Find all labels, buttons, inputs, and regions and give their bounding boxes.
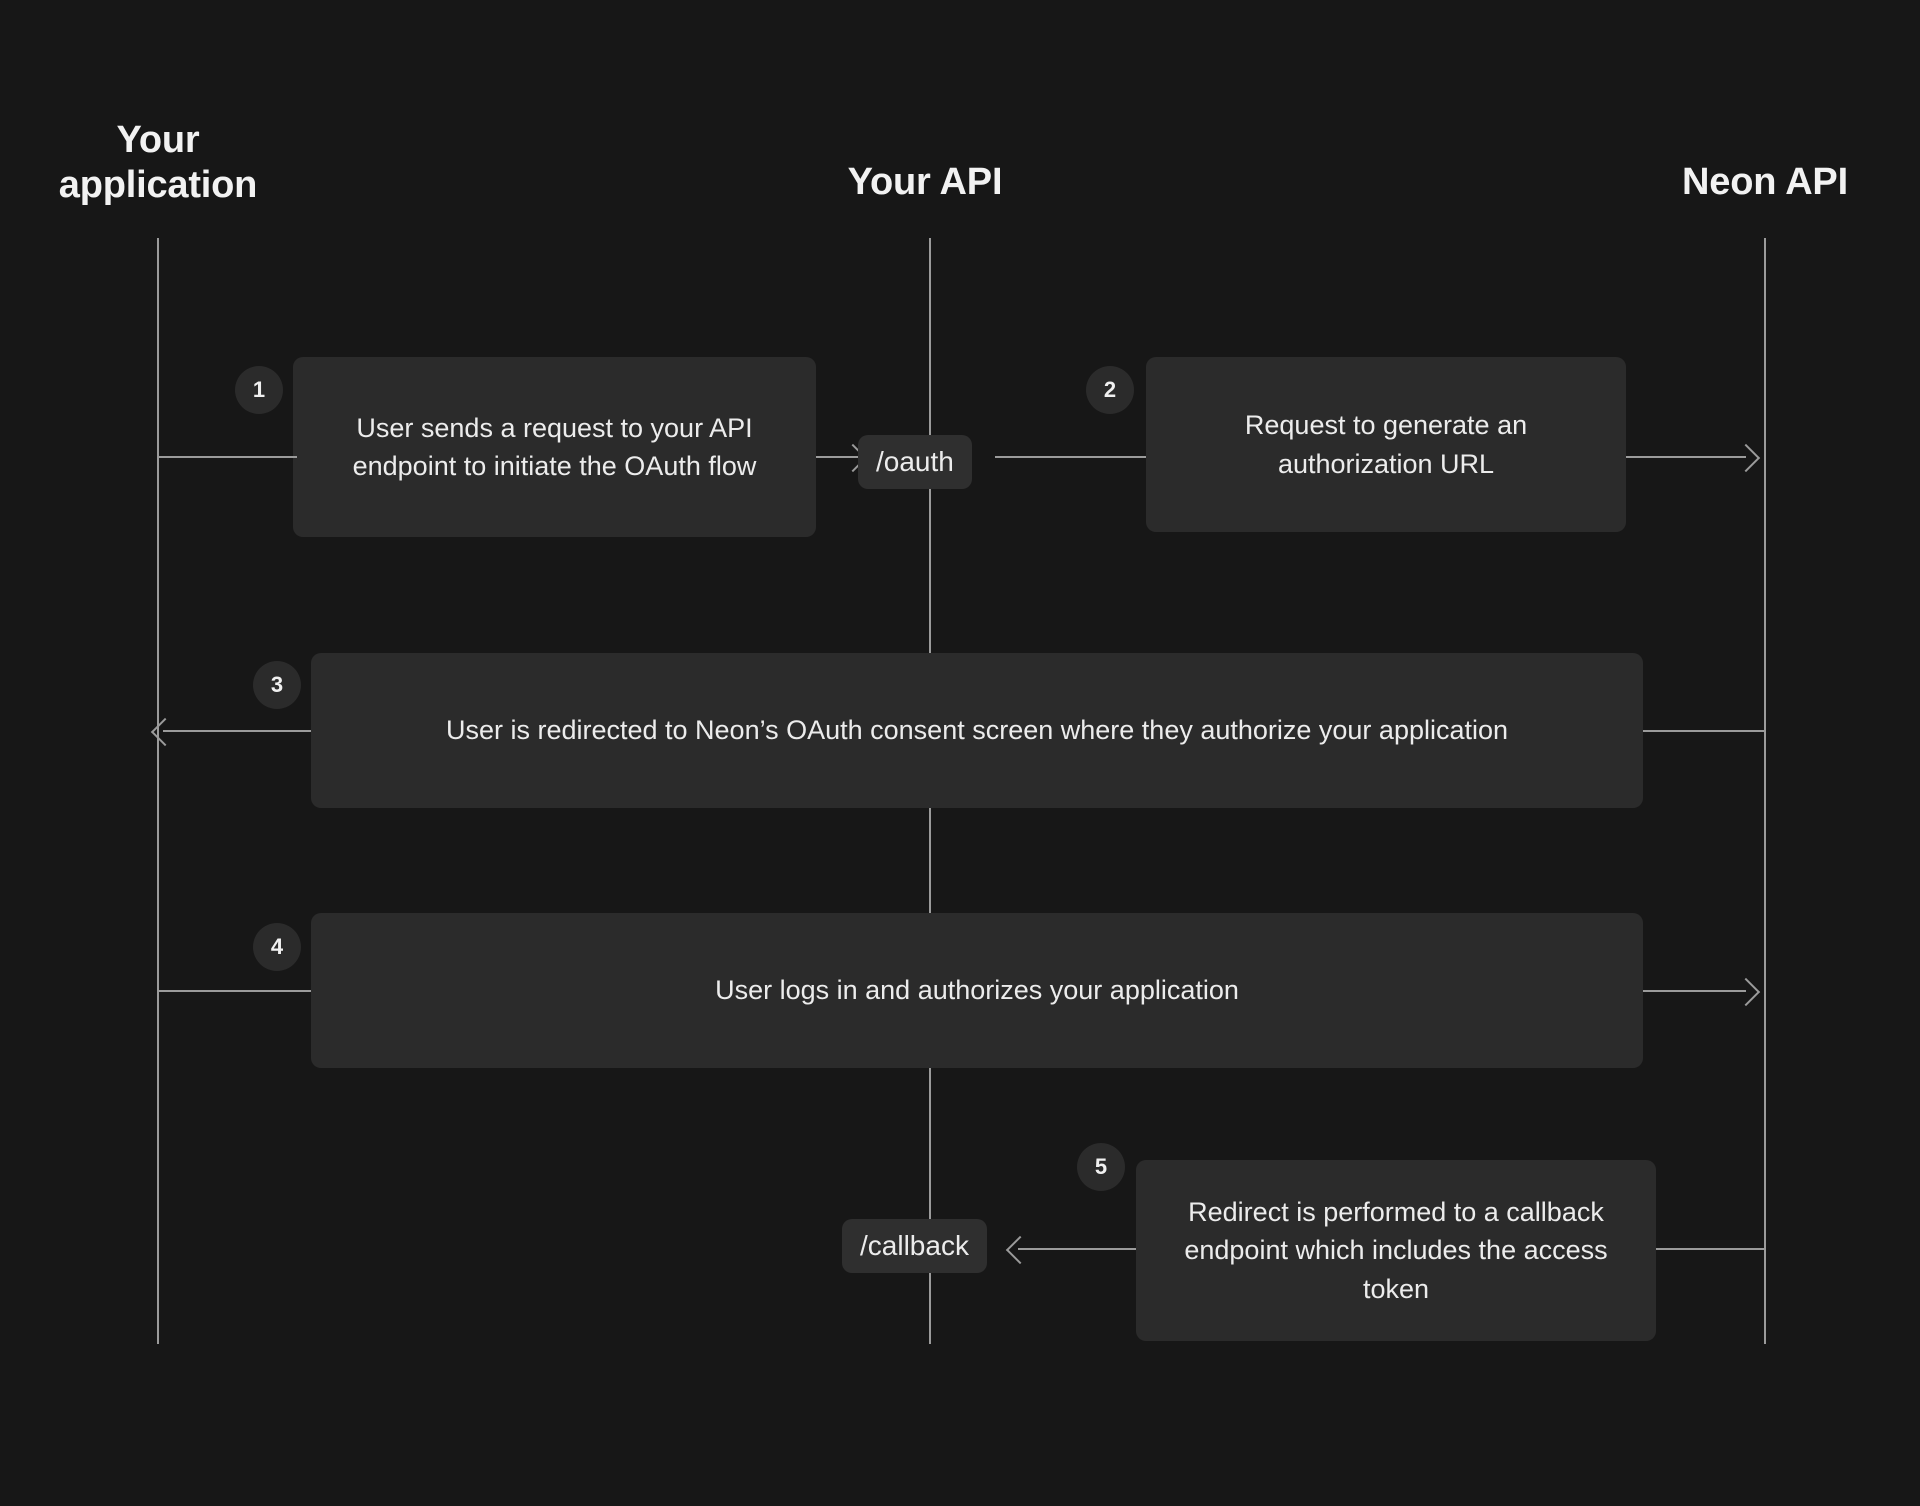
message-box-step-4: User logs in and authorizes your applica… xyxy=(311,913,1643,1068)
message-text-step-1: User sends a request to your API endpoin… xyxy=(352,412,757,481)
arrow-left-icon-step-5 xyxy=(1005,1235,1035,1265)
endpoint-pill-callback[interactable]: /callback xyxy=(842,1219,987,1273)
arrow-right-icon-step-4 xyxy=(1731,977,1761,1007)
step-badge-3: 3 xyxy=(253,661,301,709)
step-badge-5: 5 xyxy=(1077,1143,1125,1191)
lifeline-your-application xyxy=(157,238,159,1344)
message-box-step-5: Redirect is performed to a callback endp… xyxy=(1136,1160,1656,1341)
connector-step-2-left xyxy=(995,456,1146,458)
arrow-right-icon-step-2 xyxy=(1731,443,1761,473)
actor-label-neon-api: Neon API xyxy=(1682,161,1848,203)
connector-step-1-left xyxy=(157,456,297,458)
message-text-step-4: User logs in and authorizes your applica… xyxy=(715,975,1239,1006)
connector-step-5-right xyxy=(1656,1248,1766,1250)
connector-step-1-right xyxy=(816,456,860,458)
message-text-step-5: Redirect is performed to a callback endp… xyxy=(1184,1197,1608,1304)
connector-step-3-left xyxy=(163,730,311,732)
step-badge-4: 4 xyxy=(253,923,301,971)
step-badge-2: 2 xyxy=(1086,366,1134,414)
connector-step-5-left xyxy=(1018,1248,1136,1250)
connector-step-2-right xyxy=(1626,456,1746,458)
connector-step-4-right xyxy=(1643,990,1746,992)
step-badge-1: 1 xyxy=(235,366,283,414)
message-box-step-2: Request to generate an authorization URL xyxy=(1146,357,1626,532)
message-text-step-2: Request to generate an authorization URL xyxy=(1244,410,1528,479)
connector-step-3-right xyxy=(1643,730,1765,732)
connector-step-4-left xyxy=(157,990,311,992)
lifeline-neon-api xyxy=(1764,238,1766,1344)
actor-label-your-api: Your API xyxy=(847,161,1003,203)
arrow-left-icon-step-3 xyxy=(150,717,180,747)
message-text-step-3: User is redirected to Neon’s OAuth conse… xyxy=(445,715,1509,746)
message-box-step-1: User sends a request to your API endpoin… xyxy=(293,357,816,537)
endpoint-pill-oauth[interactable]: /oauth xyxy=(858,435,972,489)
message-box-step-3: User is redirected to Neon’s OAuth conse… xyxy=(311,653,1643,808)
actor-label-your-application: Your application xyxy=(58,119,258,206)
